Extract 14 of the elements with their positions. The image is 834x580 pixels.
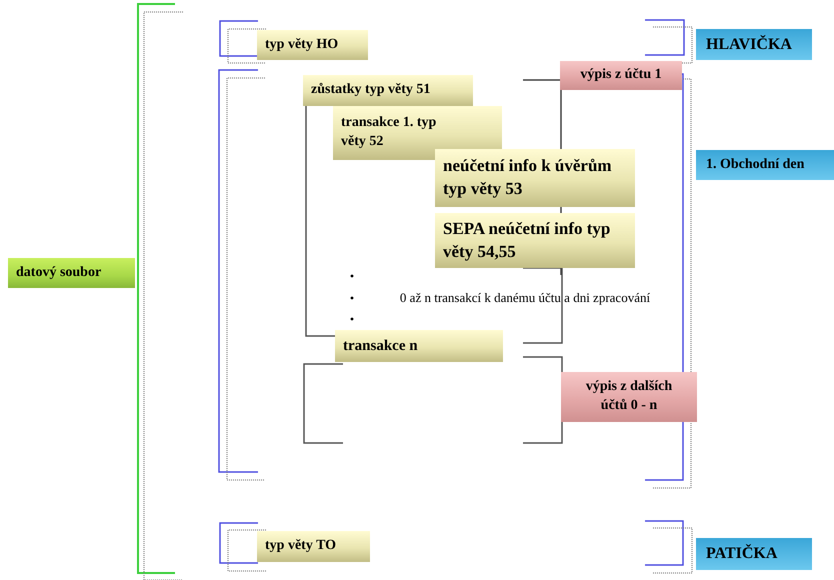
note-text: 0 až n transakcí k danému účtu a dni zpracování [398,290,652,307]
section-tag: HLAVIČKA [696,29,812,60]
statement-tag: výpis z dalších účtů 0 - n [561,372,697,422]
record-box: zůstatky typ věty 51 [303,75,473,106]
record-box: neúčetní info k úvěrům typ věty 53 [435,149,635,207]
section-tag: PATIČKA [696,538,812,570]
section-tag: 1. Obchodní den [696,150,834,180]
record-box: typ věty HO [257,30,368,60]
record-box: SEPA neúčetní info typ věty 54,55 [435,213,635,268]
statement-tag: výpis z účtu 1 [560,61,682,90]
record-box: transakce n [335,330,503,362]
record-box: transakce 1. typ věty 52 [333,106,502,160]
record-box: typ věty TO [257,531,370,562]
file-tag: datový soubor [8,258,135,288]
